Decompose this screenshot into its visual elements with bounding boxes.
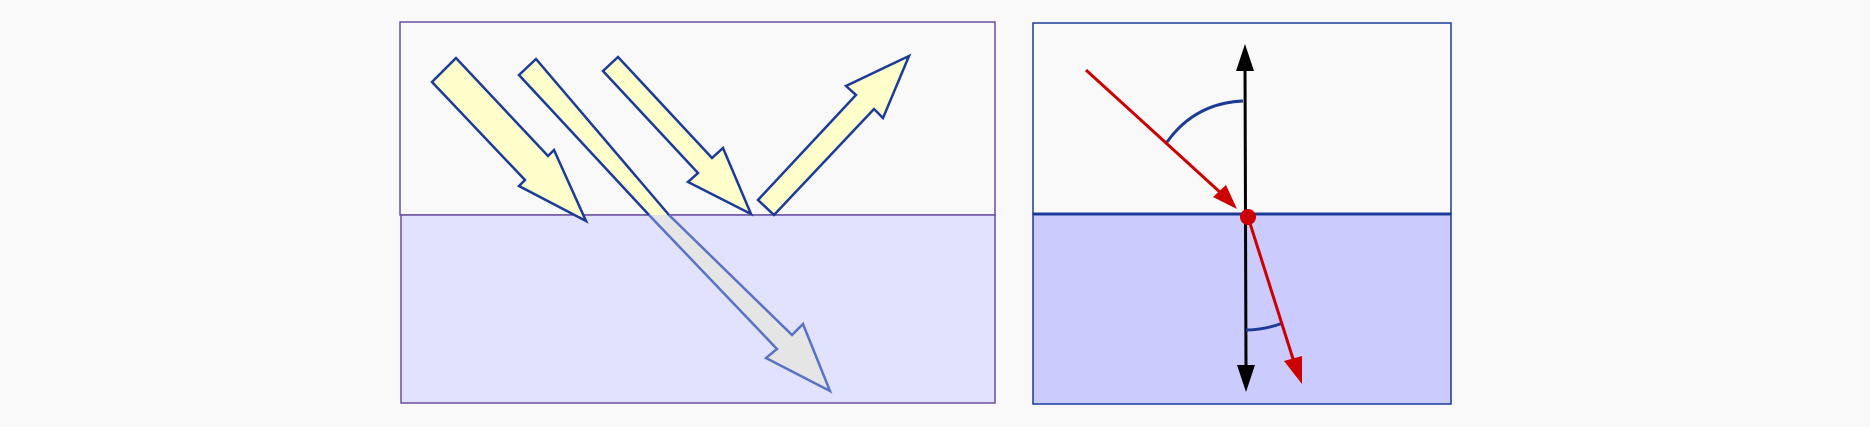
upper-medium xyxy=(1032,22,1452,215)
transmitted-beam-arrow-upper xyxy=(519,59,669,215)
right-panel xyxy=(1032,22,1452,405)
normal-arrowhead-up xyxy=(1236,44,1254,71)
incident-ray-arrowhead xyxy=(1213,185,1237,209)
point-of-incidence xyxy=(1240,209,1256,225)
incident-ray xyxy=(1084,68,1224,196)
incidence-angle-arc xyxy=(1165,99,1244,143)
transmitted-beam-outline-lower xyxy=(648,214,833,394)
reflected-beam-arrow xyxy=(756,53,912,217)
refracted-ray-arrowhead xyxy=(1284,356,1302,384)
refracted-ray xyxy=(1246,216,1296,363)
refraction-angle-arc xyxy=(1245,321,1284,332)
normal-arrowhead-down xyxy=(1237,365,1255,392)
incident-beam-arrow-3 xyxy=(601,55,754,217)
left-panel xyxy=(399,21,996,404)
transmitted-beam-outline-upper xyxy=(517,57,670,216)
transmitted-beam-arrow-lower xyxy=(649,215,830,391)
incident-beam-arrow-1 xyxy=(430,56,589,224)
